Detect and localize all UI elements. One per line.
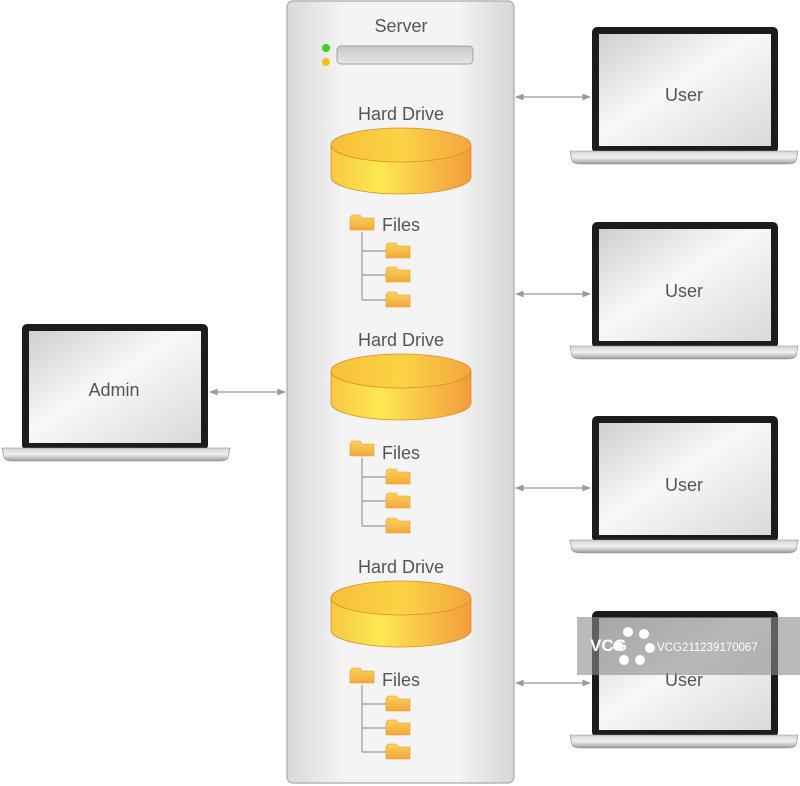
hard-drive-1: Hard Drive Files [330, 104, 472, 308]
file-tree: Files [349, 214, 420, 308]
file-tree: Files [349, 667, 420, 760]
admin-label: Admin [88, 380, 139, 400]
laptop-base [569, 539, 799, 554]
laptop-screen [599, 229, 771, 341]
user-label: User [665, 281, 703, 301]
hard-drive-label: Hard Drive [358, 104, 444, 124]
laptop-screen [599, 423, 771, 535]
laptop-base [569, 150, 799, 165]
hard-drive-label: Hard Drive [358, 557, 444, 577]
user-laptop-2: User [569, 222, 799, 360]
laptop-base [569, 734, 799, 749]
files-label: Files [382, 670, 420, 690]
watermark: VCG VCG211239170067 [577, 617, 800, 675]
led-green-icon [322, 44, 330, 52]
user-laptop-1: User [569, 27, 799, 165]
user-label: User [665, 475, 703, 495]
laptop-screen [599, 34, 771, 146]
user-laptop-3: User [569, 416, 799, 554]
laptop-screen [29, 331, 201, 443]
files-label: Files [382, 443, 420, 463]
laptop-base [1, 447, 231, 462]
server-label: Server [374, 16, 427, 36]
watermark-logo-icon [613, 627, 655, 665]
hard-drive-label: Hard Drive [358, 330, 444, 350]
hard-drive-3: Hard Drive Files [330, 557, 472, 760]
hard-drive-2: Hard Drive Files [330, 330, 472, 534]
hard-drive-icon [330, 580, 472, 648]
user-label: User [665, 85, 703, 105]
hard-drive-icon [330, 127, 472, 195]
files-label: Files [382, 215, 420, 235]
connectors [209, 93, 591, 687]
admin-laptop: Admin [1, 324, 231, 462]
watermark-code: VCG211239170067 [657, 642, 758, 654]
laptop-base [569, 345, 799, 360]
led-yellow-icon [322, 58, 330, 66]
hard-drive-icon [330, 353, 472, 421]
drive-bay-slot [336, 45, 474, 65]
file-tree: Files [349, 440, 420, 534]
